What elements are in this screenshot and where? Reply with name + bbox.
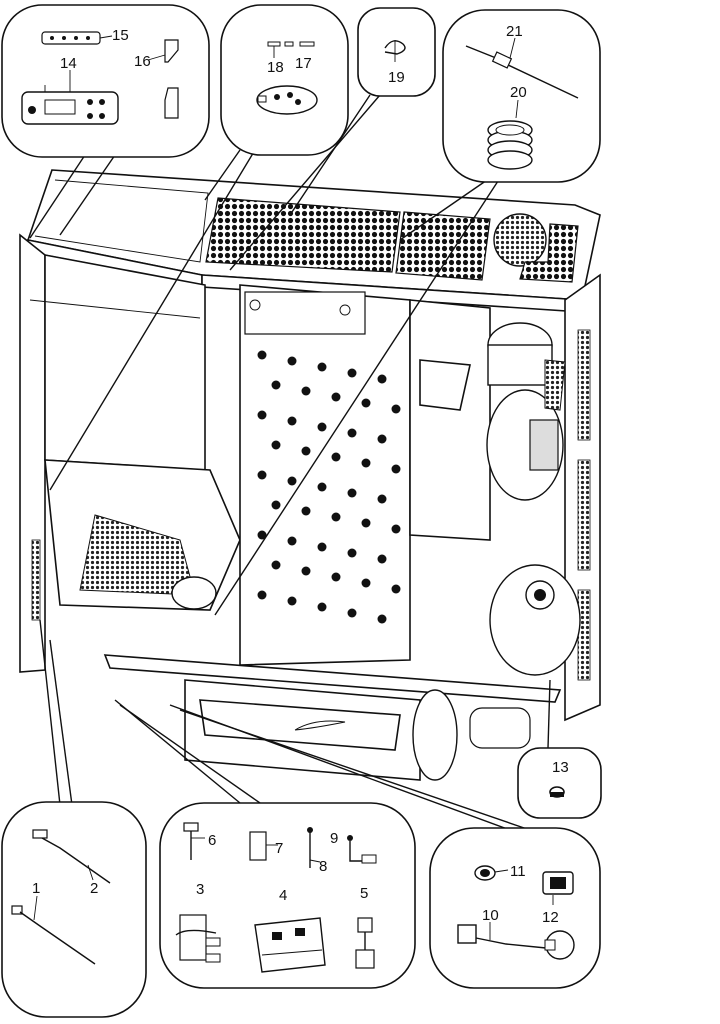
perforation-hole xyxy=(391,584,401,594)
perforation-hole xyxy=(391,404,401,414)
connector-part-7 xyxy=(249,831,278,861)
stove-body xyxy=(19,169,601,781)
perforation-hole xyxy=(361,458,371,468)
callout-3: 3 xyxy=(196,881,204,898)
perforation-hole xyxy=(271,380,281,390)
callout-4: 4 xyxy=(279,887,287,904)
perforation-hole xyxy=(257,590,267,600)
perforation-hole xyxy=(377,374,387,384)
perforation-hole xyxy=(271,560,281,570)
callout-14: 14 xyxy=(60,55,77,72)
perforation-hole xyxy=(361,578,371,588)
perforation-hole xyxy=(331,452,341,462)
callout-16: 16 xyxy=(134,53,151,70)
pressure-switch-part xyxy=(256,85,318,115)
perforation-hole xyxy=(377,614,387,624)
switch-part-12 xyxy=(542,871,574,905)
perforation-hole xyxy=(271,500,281,510)
perforation-hole xyxy=(257,470,267,480)
perforation-hole xyxy=(287,356,297,366)
perforation-hole xyxy=(331,392,341,402)
callout-18: 18 xyxy=(267,59,284,76)
perforation-hole xyxy=(347,428,357,438)
perforation-hole xyxy=(301,506,311,516)
callout-15: 15 xyxy=(112,27,129,44)
callout-6: 6 xyxy=(208,832,216,849)
perforation-hole xyxy=(271,440,281,450)
callout-19: 19 xyxy=(388,69,405,86)
connector-part-9 xyxy=(347,835,377,864)
perforation-hole xyxy=(391,524,401,534)
perforation-hole xyxy=(347,548,357,558)
perforation-hole xyxy=(317,422,327,432)
perforation-hole xyxy=(331,512,341,522)
detail-bubble-pressure-switch: 18 17 xyxy=(220,4,349,156)
perforation-hole xyxy=(391,464,401,474)
callout-17: 17 xyxy=(295,55,312,72)
perforation-hole xyxy=(361,518,371,528)
callout-1: 1 xyxy=(32,880,40,897)
detail-bubble-cables: 2 1 xyxy=(1,801,147,1018)
perforation-hole xyxy=(287,476,297,486)
callout-2: 2 xyxy=(90,880,98,897)
cable-part-1 xyxy=(19,911,96,965)
callout-9: 9 xyxy=(330,830,338,847)
callout-8: 8 xyxy=(319,858,327,875)
gasket-ring-part xyxy=(487,120,533,170)
perforation-hole xyxy=(257,350,267,360)
perforation-hole xyxy=(287,596,297,606)
perforation-hole xyxy=(347,368,357,378)
detail-bubble-electrical: 6 7 8 9 3 4 5 xyxy=(159,802,416,989)
connector-part-6 xyxy=(183,822,205,860)
perforation-hole xyxy=(317,482,327,492)
cable-part-2 xyxy=(41,837,111,884)
wiring-harness-part-3 xyxy=(175,914,221,963)
callout-11: 11 xyxy=(510,863,526,880)
detail-bubble-power: 11 12 10 xyxy=(429,827,601,989)
connector-part-8 xyxy=(307,827,321,868)
callout-10: 10 xyxy=(482,907,499,924)
perforation-hole xyxy=(331,572,341,582)
perforation-hole xyxy=(301,446,311,456)
perforation-hole xyxy=(317,362,327,372)
callout-13: 13 xyxy=(552,759,569,776)
perforation-hole xyxy=(287,416,297,426)
top-grille-left xyxy=(205,197,401,273)
callout-7: 7 xyxy=(275,840,283,857)
callout-21: 21 xyxy=(506,23,523,40)
fan-grille-round xyxy=(493,213,547,267)
detail-bubble-sensor-gasket: 21 20 xyxy=(442,9,601,183)
callout-12: 12 xyxy=(542,909,559,926)
perforation-hole xyxy=(361,398,371,408)
perforation-hole xyxy=(257,410,267,420)
perforation-hole xyxy=(377,494,387,504)
perforation-hole xyxy=(317,542,327,552)
perforation-holes xyxy=(257,350,401,624)
perforation-hole xyxy=(257,530,267,540)
perforation-hole xyxy=(301,566,311,576)
callout-5: 5 xyxy=(360,885,368,902)
power-connector-part-5 xyxy=(355,917,375,969)
detail-bubble-19: 19 xyxy=(357,7,436,97)
perforation-hole xyxy=(377,554,387,564)
perforation-hole xyxy=(287,536,297,546)
power-cord-part-10 xyxy=(457,922,575,960)
perforation-hole xyxy=(377,434,387,444)
control-board-part-4 xyxy=(254,917,326,973)
callout-20: 20 xyxy=(510,84,527,101)
perforation-hole xyxy=(347,608,357,618)
perforation-hole xyxy=(347,488,357,498)
top-grille-right xyxy=(395,211,491,281)
perforation-hole xyxy=(301,386,311,396)
perforation-hole xyxy=(317,602,327,612)
bracket-part xyxy=(164,39,179,63)
detail-bubble-13: 13 xyxy=(517,747,602,819)
grommet-part-11 xyxy=(474,865,509,881)
leader-lines xyxy=(29,94,551,831)
detail-bubble-control-panel: 15 14 16 xyxy=(1,4,210,158)
